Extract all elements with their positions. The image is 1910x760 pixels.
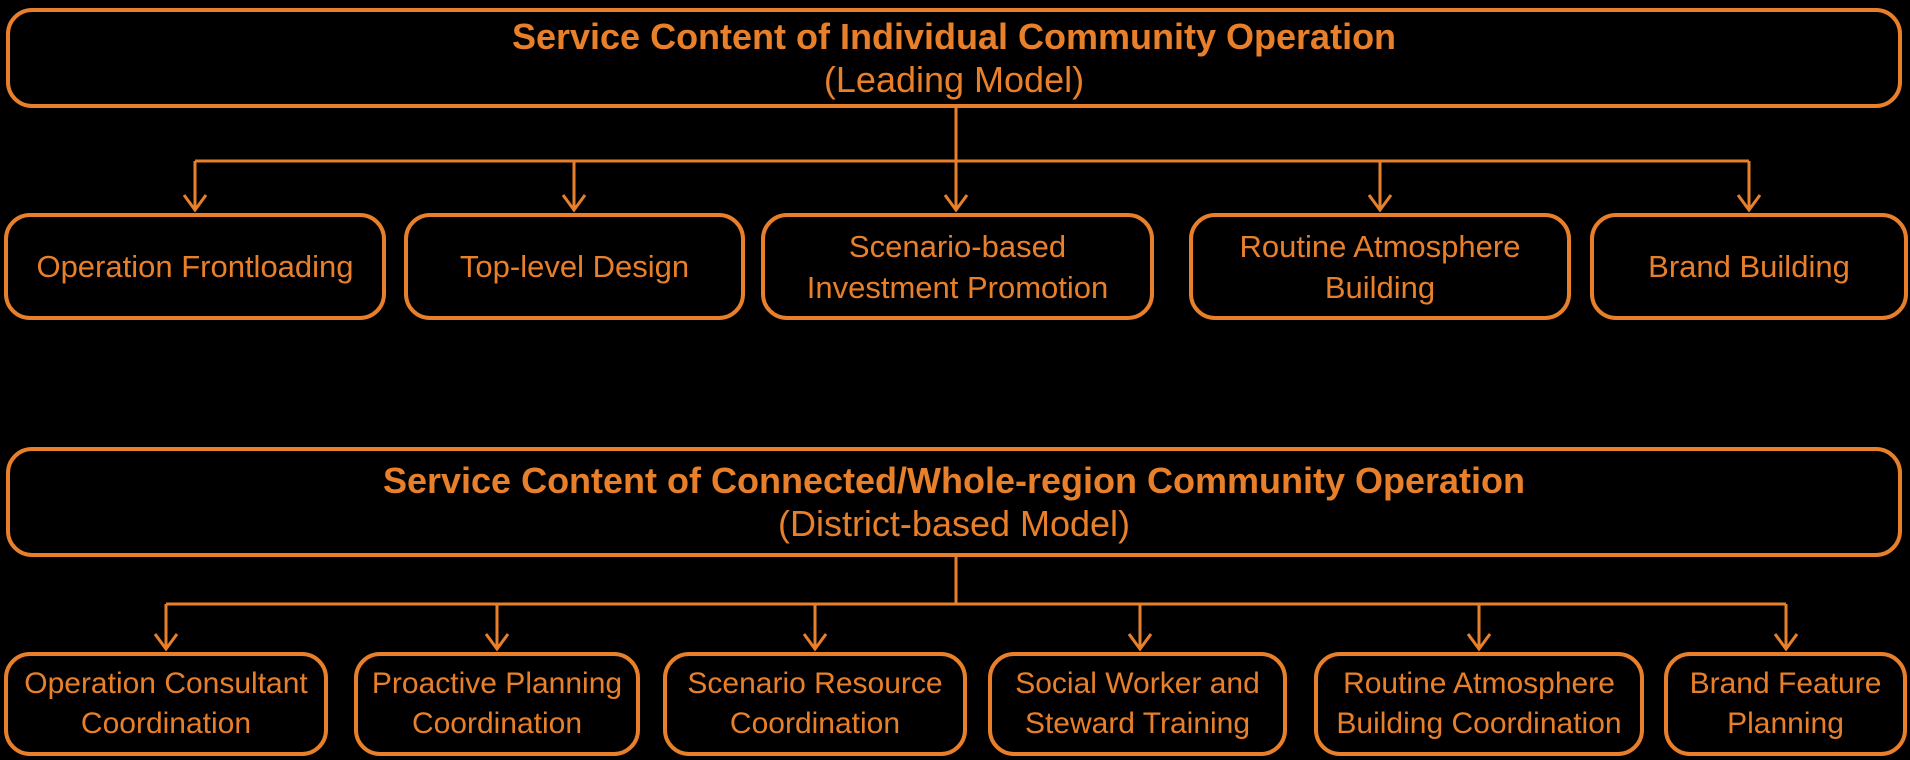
node-top-level-design: Top-level Design bbox=[404, 213, 745, 320]
section-2-header-box: Service Content of Connected/Whole-regio… bbox=[6, 447, 1902, 557]
node-brand-building: Brand Building bbox=[1590, 213, 1908, 320]
node-operation-frontloading: Operation Frontloading bbox=[4, 213, 386, 320]
node-operation-consultant-coordination: Operation Consultant Coordination bbox=[4, 652, 328, 756]
node-scenario-based-investment-promotion: Scenario-based Investment Promotion bbox=[761, 213, 1154, 320]
section-1-title: Service Content of Individual Community … bbox=[511, 16, 1397, 57]
section-1-header-box: Service Content of Individual Community … bbox=[6, 8, 1902, 108]
node-routine-atmosphere-building: Routine Atmosphere Building bbox=[1189, 213, 1571, 320]
node-routine-atmosphere-building-coordination: Routine Atmosphere Building Coordination bbox=[1314, 652, 1644, 756]
node-brand-feature-planning: Brand Feature Planning bbox=[1664, 652, 1907, 756]
section-2-title: Service Content of Connected/Whole-regio… bbox=[382, 460, 1526, 501]
node-proactive-planning-coordination: Proactive Planning Coordination bbox=[354, 652, 640, 756]
node-social-worker-and-steward-training: Social Worker and Steward Training bbox=[988, 652, 1287, 756]
node-scenario-resource-coordination: Scenario Resource Coordination bbox=[663, 652, 967, 756]
section-2-subtitle: (District-based Model) bbox=[777, 503, 1131, 544]
section-1-subtitle: (Leading Model) bbox=[823, 59, 1085, 100]
